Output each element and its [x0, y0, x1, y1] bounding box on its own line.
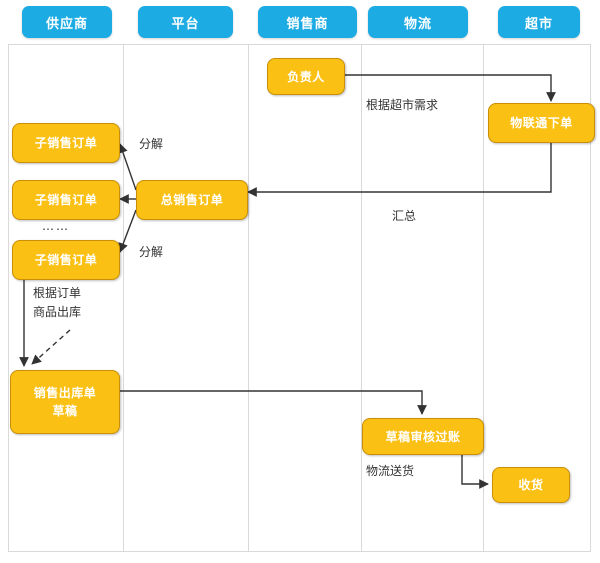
lane-header-supplier[interactable]: 供应商 — [22, 6, 112, 38]
lane-header-platform[interactable]: 平台 — [138, 6, 233, 38]
lane-grid-bottom-border — [8, 551, 591, 552]
lane-divider-2 — [248, 44, 249, 552]
node-sub-order-2[interactable]: 子销售订单 — [12, 180, 120, 220]
node-out-draft[interactable]: 销售出库单 草稿 — [10, 370, 120, 434]
lane-grid-top-border — [8, 44, 591, 45]
edge-label-split-top: 分解 — [139, 137, 164, 151]
edge-label-by-order-line2: 商品出库 — [33, 305, 82, 319]
edge-dashed-goods-out — [31, 329, 71, 365]
node-sub-order-1[interactable]: 子销售订单 — [12, 123, 120, 163]
node-owner[interactable]: 负责人 — [267, 58, 345, 95]
lane-header-logistics[interactable]: 物流 — [368, 6, 468, 38]
edge-label-split-bottom: 分解 — [139, 245, 164, 259]
node-iot-order-label: 物联通下单 — [510, 116, 573, 130]
node-iot-order[interactable]: 物联通下单 — [488, 103, 595, 143]
node-main-order[interactable]: 总销售订单 — [136, 180, 248, 220]
node-sub-order-3[interactable]: 子销售订单 — [12, 240, 120, 280]
edge-label-delivery: 物流送货 — [366, 464, 415, 478]
edge-audit-post-to-receive — [461, 452, 489, 489]
node-receive-label: 收货 — [518, 478, 544, 492]
edge-out-draft-to-audit-post — [118, 390, 427, 415]
edge-label-summarize: 汇总 — [392, 209, 417, 223]
lane-divider-3 — [361, 44, 362, 552]
lane-divider-1 — [123, 44, 124, 552]
lane-header-seller[interactable]: 销售商 — [258, 6, 357, 38]
node-sub-order-1-label: 子销售订单 — [34, 136, 98, 150]
node-out-draft-label-line1: 销售出库单 — [33, 386, 97, 400]
sub-order-ellipsis: …… — [42, 219, 70, 233]
node-sub-order-3-label: 子销售订单 — [34, 253, 98, 267]
node-receive[interactable]: 收货 — [492, 467, 570, 503]
lane-divider-0 — [8, 44, 9, 552]
node-main-order-label: 总销售订单 — [160, 193, 224, 207]
edge-label-by-demand: 根据超市需求 — [366, 98, 439, 112]
node-sub-order-2-label: 子销售订单 — [34, 193, 98, 207]
lane-header-supermarket[interactable]: 超市 — [498, 6, 580, 38]
lane-divider-4 — [483, 44, 484, 552]
lane-divider-5 — [590, 44, 591, 552]
node-audit-post[interactable]: 草稿审核过账 — [362, 418, 484, 455]
node-owner-label: 负责人 — [287, 69, 325, 84]
node-out-draft-label-line2: 草稿 — [52, 404, 78, 418]
node-audit-post-label: 草稿审核过账 — [385, 429, 461, 444]
edge-label-by-order-line1: 根据订单 — [33, 286, 82, 300]
edge-iot-order-to-main-order — [247, 140, 552, 197]
